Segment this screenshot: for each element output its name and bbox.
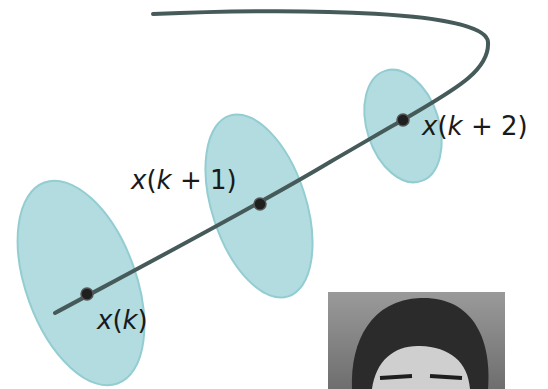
covariance-ellipse [351, 60, 455, 193]
state-point [397, 114, 409, 126]
state-points [81, 114, 409, 300]
photo-frame [328, 292, 505, 389]
covariance-ellipse [0, 164, 169, 389]
photo-glasses [380, 376, 462, 378]
covariance-ellipse [185, 101, 333, 311]
photo-hair [352, 298, 489, 389]
photo [328, 292, 505, 389]
state-point [81, 288, 93, 300]
state-point [254, 198, 266, 210]
state-label: x(k + 2) [422, 113, 528, 139]
state-label: x(k) [97, 307, 148, 333]
uncertainty-ellipses [0, 60, 455, 389]
trajectory-curve [55, 11, 488, 313]
photo-face [372, 346, 470, 389]
state-label: x(k + 1) [131, 167, 237, 193]
